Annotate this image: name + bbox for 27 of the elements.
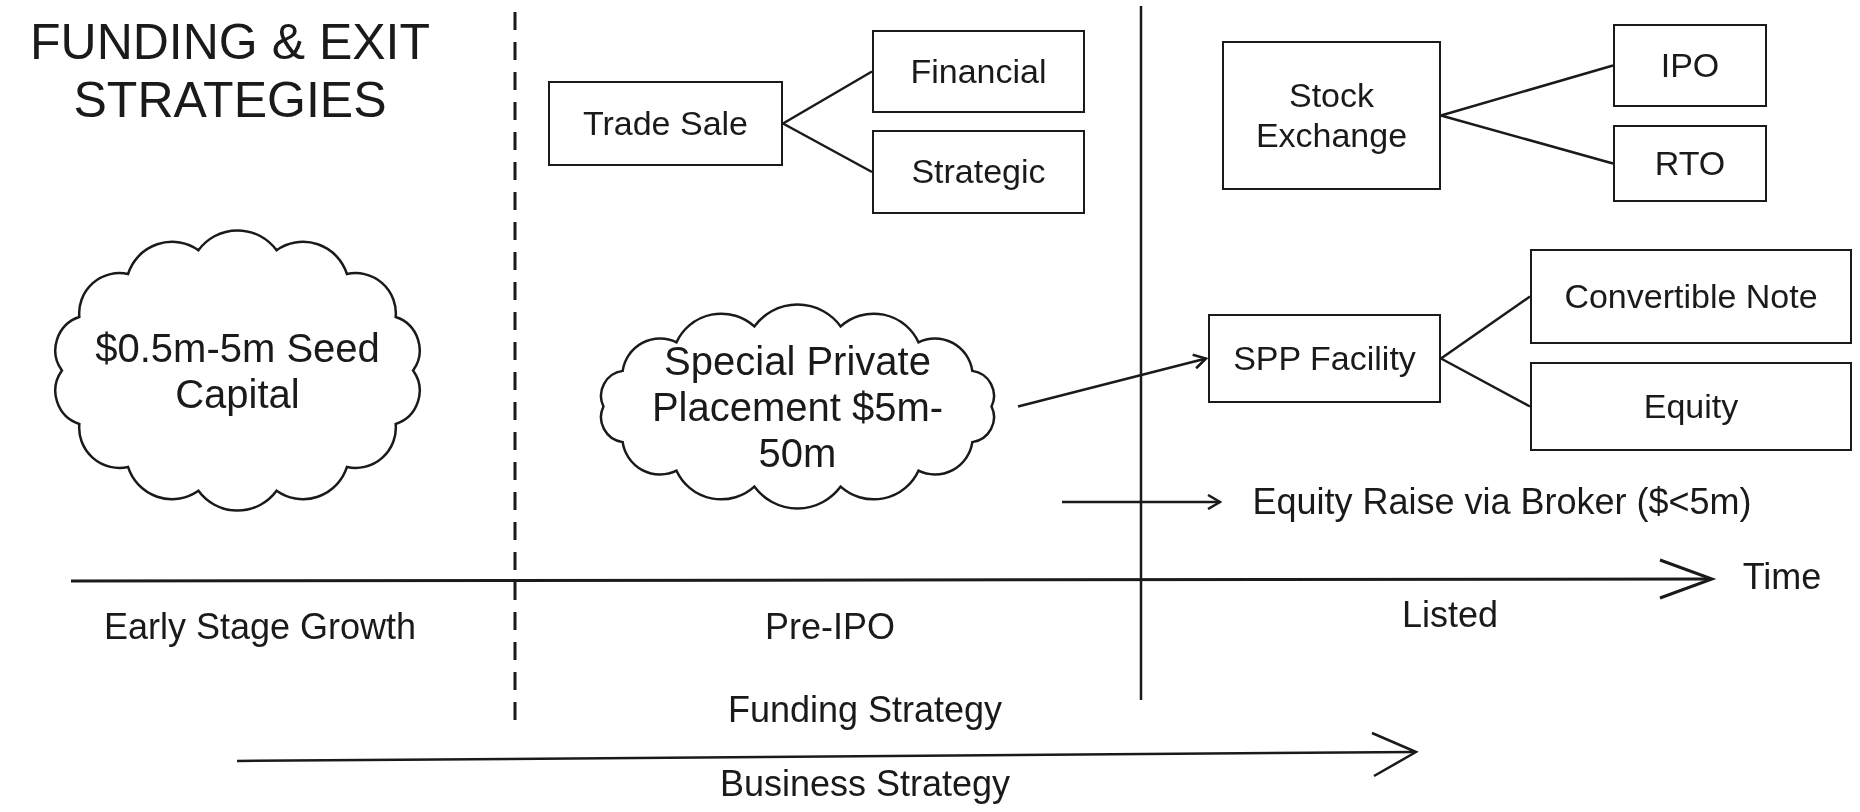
axis-label: Time xyxy=(1741,555,1823,599)
connector-line xyxy=(1440,114,1614,165)
axis-label: Business Strategy xyxy=(718,762,1012,806)
connector-line xyxy=(1440,64,1614,117)
arrow xyxy=(1062,493,1222,511)
axis-label: Listed xyxy=(1400,593,1500,637)
title: FUNDING & EXIT STRATEGIES xyxy=(29,14,431,129)
connector-line xyxy=(1440,295,1531,360)
connector-line xyxy=(1440,357,1531,408)
node-text: Equity Raise via Broker ($<5m) xyxy=(1252,481,1752,523)
box-label: Stock Exchange xyxy=(1254,76,1409,155)
arrow xyxy=(1017,353,1208,408)
box-label: Convertible Note xyxy=(1563,276,1819,317)
box-label: Equity xyxy=(1642,386,1740,427)
axis-label: Pre-IPO xyxy=(764,605,896,649)
axis-label: Funding Strategy xyxy=(726,688,1004,732)
box-label: Trade Sale xyxy=(581,103,750,144)
connector-line xyxy=(782,122,873,174)
box-label: SPP Facility xyxy=(1232,338,1417,379)
axis-label: Early Stage Growth xyxy=(102,605,418,649)
cloud-label: $0.5m-5m Seed Capital xyxy=(94,324,381,417)
box-label: RTO xyxy=(1653,143,1727,184)
connector-line xyxy=(782,70,873,125)
box-label: IPO xyxy=(1659,45,1721,86)
box-label: Financial xyxy=(909,51,1048,92)
box-label: Strategic xyxy=(910,152,1047,192)
cloud-label: Special Private Placement $5m-50m xyxy=(650,337,945,476)
